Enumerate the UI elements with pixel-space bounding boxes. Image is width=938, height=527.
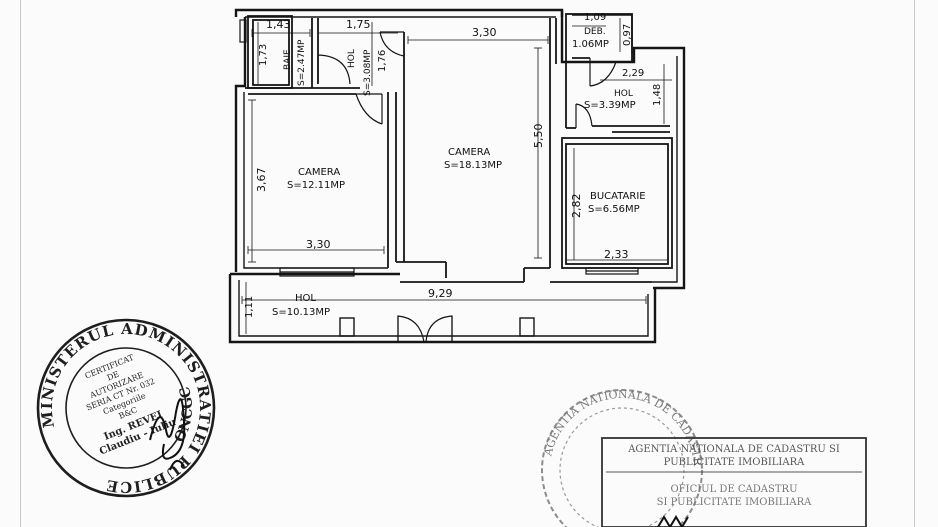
room-hol-top-area: S=3.08MP [363,49,373,96]
scan-edge-left [20,0,21,527]
signature-scribble [149,398,186,471]
dim-camera-big-height: 5,50 [532,124,545,149]
dim-baie-width: 1,43 [266,18,291,31]
room-bucatarie-name: BUCATARIE [590,191,646,202]
stamp-right-line-3: OFICIUL DE CADASTRU [670,484,797,495]
room-deb-area: 1.06MP [572,39,609,50]
room-hol-right-area: S=3.39MP [584,100,636,111]
dim-hol-right-width: 2,29 [622,68,644,79]
room-deb-name: DEB. [584,27,606,37]
room-camera-left-area: S=12.11MP [287,180,345,191]
stamp-right-line-2: PUBLICITATE IMOBILIARA [664,457,805,468]
room-hol-right-name: HOL [614,89,633,99]
room-bucatarie-area: S=6.56MP [588,204,640,215]
stamp-ancpi: AGENTIA NATIONALA DE CADASTRU AGENTIA NA… [0,0,867,527]
dim-hol-bottom-width: 9,29 [428,287,453,300]
stamp-left-line-2: DE [106,369,121,382]
room-hol-top-name: HOL [347,49,357,68]
scan-edge-right [914,0,915,527]
dim-camera-left-height: 3,67 [255,168,268,193]
dim-camera-big-width: 3,30 [472,26,497,39]
dim-camera-left-width: 3,30 [306,238,331,251]
room-baie-name: BAIE [283,49,293,70]
dim-hol-top-height: 1,76 [377,50,388,72]
interior-walls [245,13,673,283]
wall-pillars [339,317,535,337]
room-camera-big-area: S=18.13MP [444,160,502,171]
bottom-signature-mark [657,515,689,527]
room-hol-bottom-name: HOL [295,293,316,304]
dimension-labels: 1,43 1,75 3,30 1,09 0,97 2,29 1,48 1,73 … [244,12,663,318]
doors [317,31,617,343]
dim-deb-width: 1,09 [584,12,606,23]
dim-hol-right-height: 1,48 [652,84,663,106]
room-camera-left-name: CAMERA [298,167,340,178]
room-camera-big-name: CAMERA [448,147,490,158]
room-hol-bottom-area: S=10.13MP [272,307,330,318]
dim-hol-bottom-height: 1,11 [244,296,255,318]
stamp-right-line-1: AGENTIA NATIONALA DE CADASTRU SI [627,444,840,455]
exterior-walls [228,8,686,344]
stamp-right-line-4: SI PUBLICITATE IMOBILIARA [657,497,812,508]
dim-baie-height: 1,73 [258,44,269,66]
dim-deb-height: 0,97 [622,24,633,46]
room-labels: BAIE S=2.47MP HOL S=3.08MP DEB. 1.06MP H… [272,27,646,318]
dim-bucatarie-width: 2,33 [604,248,629,261]
room-baie-area: S=2.47MP [297,39,307,86]
stamp-ministerul: MINISTERUL ADMINISTRATIEI PUBLICE ONCGC … [12,293,241,522]
dimension-lines [241,18,672,334]
dim-hol-top-width: 1,75 [346,18,371,31]
windows [239,19,639,277]
dim-bucatarie-height: 2,82 [570,194,583,219]
